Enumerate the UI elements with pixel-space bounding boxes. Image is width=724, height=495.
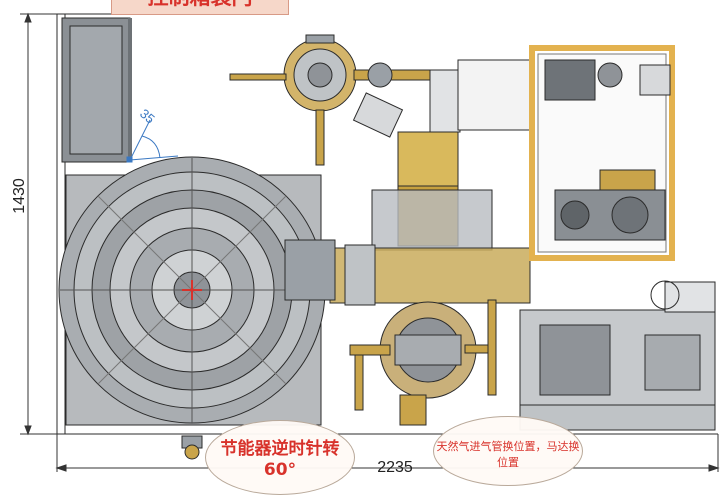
width-dimension [55,434,720,472]
burner-head [229,34,450,166]
economizer-rotation-text: 节能器逆时针转60° [220,439,340,480]
control-cabinet [61,17,132,163]
angle-dimension-label: 35 [137,106,158,127]
gas-pipe-relocation-text: 天然气进气管换位置，马达换位置 [436,440,580,469]
width-dimension-label: 2235 [377,459,413,476]
angle-dimension [126,119,179,163]
drain-valve [181,435,203,460]
pump-assembly [349,299,497,426]
motor-base [519,280,716,431]
economizer-rotation-note: 节能器逆时针转60° [205,420,355,495]
center-motor-column [284,59,534,306]
title-banner: 控制箱装门 [111,0,289,15]
height-dimension-label: 1430 [11,178,28,214]
gas-pipe-relocation-note: 天然气进气管换位置，马达换位置 [433,416,583,486]
control-panel-frame [529,45,675,261]
height-dimension [20,12,57,436]
